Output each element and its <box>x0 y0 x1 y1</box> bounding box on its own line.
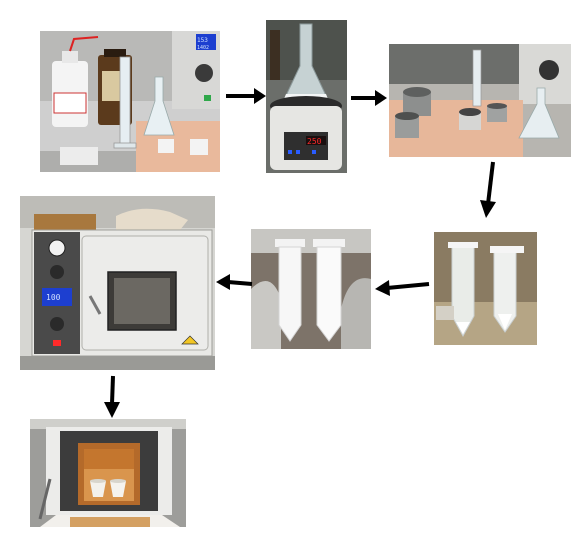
arrow-step2-to-step3 <box>351 90 387 106</box>
oven-display-bottom: 1402 <box>197 45 209 51</box>
arrow-step1-to-step2 <box>226 88 266 104</box>
photo-tubes-settled <box>434 232 537 345</box>
photo-transfer-containers <box>389 44 571 157</box>
stirrer-display: 250 <box>307 137 322 146</box>
photo-reagents-glassware: 153 1402 <box>40 31 220 172</box>
oven-display-top: 153 <box>197 37 208 44</box>
photo-muffle-furnace <box>30 419 186 527</box>
vacuum-oven-display: 100 <box>46 293 61 302</box>
arrow-step4-to-step5 <box>375 280 430 296</box>
arrow-step6-to-step7 <box>104 375 120 418</box>
arrow-step3-to-step4 <box>480 161 496 218</box>
photo-tubes-suspension <box>251 229 371 349</box>
photo-vacuum-oven: 100 <box>20 196 215 370</box>
photo-magnetic-stirrer: 250 <box>266 20 347 173</box>
arrow-step5-to-step6 <box>216 274 253 290</box>
